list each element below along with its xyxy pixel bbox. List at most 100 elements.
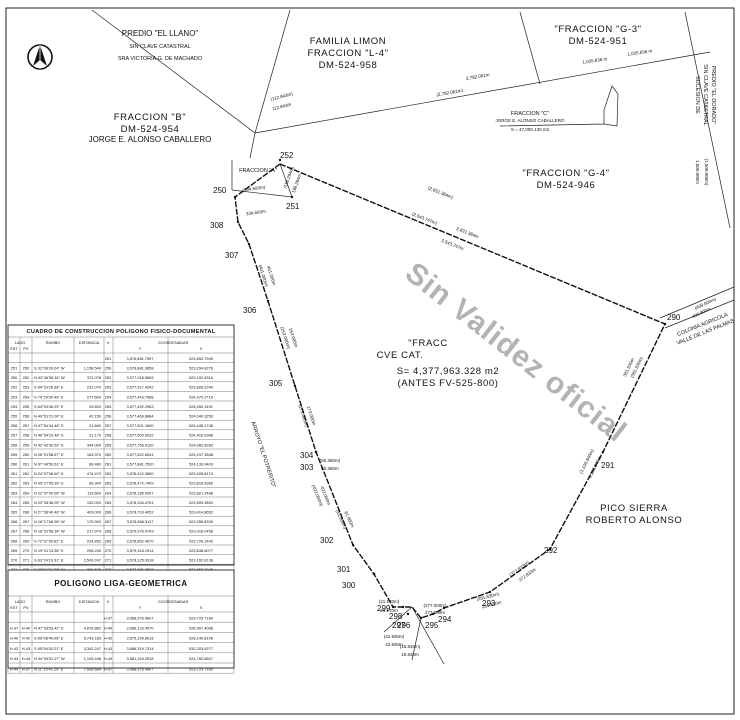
table-cell: H-43	[22, 646, 30, 651]
table-cell: 3,577,881.7520	[126, 462, 154, 467]
svg-text:SUCESION DE: SUCESION DE	[694, 76, 700, 114]
svg-text:SIN CLAVE CATASTRAL: SIN CLAVE CATASTRAL	[129, 44, 190, 50]
label-predio-llano: PREDIO "EL LLANO" SIN CLAVE CATASTRAL SR…	[118, 29, 203, 62]
table-cell: 271	[105, 558, 112, 563]
table-cell: 266	[11, 519, 18, 524]
table-cell: 523,928.8174	[189, 471, 214, 476]
vertex-label: 300	[342, 581, 356, 590]
distance-label: 112.843m	[271, 102, 292, 112]
distance-label: 2,782.061m	[466, 72, 491, 81]
table-cell: 269	[23, 538, 30, 543]
table-cell: 3,578,866.5117	[127, 519, 154, 524]
distance-label: (2,543.747m)	[411, 211, 438, 226]
vertex-point	[663, 322, 667, 326]
table-cell: 2,543.247	[84, 558, 101, 563]
svg-text:PREDIO "EL DORADO": PREDIO "EL DORADO"	[710, 66, 716, 125]
north-arrow-icon	[27, 44, 53, 70]
table-cell: 262	[11, 481, 18, 486]
table-cell: 265	[23, 500, 30, 505]
table-cell: 5,743.183	[84, 636, 101, 641]
distance-label: 401.000m	[266, 265, 277, 286]
table-cell: S 64°33'28.38" E	[34, 385, 64, 390]
table-cell: N 43°46'55.34" W	[34, 375, 65, 380]
table-cell: 403.000	[87, 510, 102, 515]
table-header: V	[107, 340, 110, 345]
table-cell: 88.480	[89, 462, 102, 467]
table-cell: 264	[105, 490, 112, 495]
table-cell: S 63°24'19.31" E	[34, 558, 64, 563]
distance-label: (277.000m)	[423, 603, 447, 608]
svg-text:"FRACCION "G-4": "FRACCION "G-4"	[522, 168, 609, 179]
table-cell: 3,578,185.9097	[126, 490, 153, 495]
table-cell: H-42	[22, 636, 30, 641]
table-cell: 258	[105, 433, 112, 438]
distance-label: 1,035.836 m	[582, 56, 608, 64]
label-fraccion-g3: "FRACCION "G-3" DM-524-951	[554, 24, 641, 47]
table-header: RUMBO	[46, 340, 60, 345]
table-cell: H-37	[104, 666, 112, 671]
table-cell: 523,638.8077	[189, 548, 213, 553]
vertex-label: 302	[320, 536, 334, 545]
table-cell: 254	[11, 404, 18, 409]
svg-text:FRACCION "L-4": FRACCION "L-4"	[307, 48, 388, 59]
table-cell: 254	[105, 394, 112, 399]
table-cell: 3,568,576.4607	[126, 615, 153, 620]
table-cell: 119.600	[87, 490, 102, 495]
table-cell: 250	[11, 375, 18, 380]
vertex-label: 304	[300, 451, 314, 460]
table-cell: H-37	[10, 626, 18, 631]
table-header: V	[107, 599, 110, 604]
table-cell: H-42	[10, 646, 18, 651]
svg-text:JORGE E. ALONSO CABALLERO: JORGE E. ALONSO CABALLERO	[495, 118, 565, 123]
vertex-point	[488, 590, 492, 594]
svg-text:SIN CLAVE CATASTRAL: SIN CLAVE CATASTRAL	[702, 64, 708, 125]
vertex-label: 290	[667, 313, 681, 322]
table-cell: H-43	[104, 646, 112, 651]
table-cell: N 22°05'46.00" W	[34, 500, 65, 505]
svg-text:PREDIO "EL LLANO": PREDIO "EL LLANO"	[122, 29, 199, 38]
parcel-boundary	[234, 163, 666, 619]
table-cell: H-44	[10, 666, 19, 671]
table-cell: 256	[23, 414, 30, 419]
distance-label: 42.930m	[385, 642, 403, 647]
vertex-label: 251	[286, 202, 300, 211]
table-cell: 264	[23, 490, 30, 495]
table-cell: 3,575,159.6618	[126, 636, 153, 641]
table-subheader: PV	[23, 605, 29, 610]
vertex-point	[266, 299, 270, 303]
table-cell: N 42°42'30.52" E	[34, 442, 64, 447]
table-subheader: PV	[23, 346, 29, 351]
table-cell: 523,356.8339	[189, 519, 213, 524]
table-cell: 258	[11, 442, 18, 447]
table-cell: 3,579,318.1914	[126, 548, 154, 553]
vertex-label: 299	[377, 604, 391, 613]
table-cell: 524,782.6807	[189, 656, 213, 661]
table-cell: 526,457.4086	[189, 626, 213, 631]
table-cell: N 44°09'51.27" W	[34, 656, 65, 661]
table-cell: 523,818.9369	[189, 481, 213, 486]
svg-text:DM-524-946: DM-524-946	[537, 180, 596, 191]
table-cell: N 37°49'50.61" E	[34, 462, 64, 467]
table-cell: 262	[23, 471, 30, 476]
table-cell: 523,725.7160	[189, 615, 214, 620]
table-cell: 1,158.540	[84, 366, 102, 371]
svg-text:ROBERTO ALONSO: ROBERTO ALONSO	[586, 515, 683, 526]
table-cell: 255	[23, 404, 30, 409]
vertex-label: 296	[397, 621, 411, 630]
table-cell: 250	[23, 366, 30, 371]
table-cell: 263	[23, 481, 30, 486]
table-cell: 3,578,852.4670	[126, 538, 154, 543]
table-cell: 528,140.8196	[189, 636, 213, 641]
table-cell: 163.370	[87, 452, 102, 457]
table-subheader: Y	[139, 605, 142, 610]
distance-label: 15.840m	[401, 652, 419, 657]
table-cell: 524,139.9403	[189, 462, 213, 467]
table-cell: 3,577,018.5806	[126, 375, 153, 380]
table-cell: 523,152.8316	[189, 375, 213, 380]
table-cell: 524,157.3848	[189, 452, 213, 457]
table-subheader: Y	[139, 346, 142, 351]
distance-label: 2,831.384m	[456, 226, 480, 240]
table-cell: 266	[105, 510, 112, 515]
distance-label: 1,035.836 m	[627, 48, 653, 56]
